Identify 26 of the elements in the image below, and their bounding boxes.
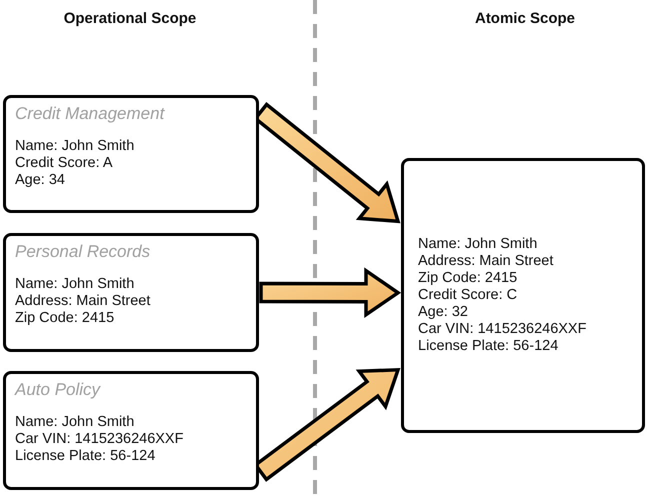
field-text: Name: John Smith	[15, 414, 136, 431]
field-text: Zip Code: 2415	[15, 310, 116, 327]
field-text: Name: John Smith	[418, 236, 538, 253]
column-heading: Operational Scope	[64, 10, 196, 27]
field-text: License Plate: 56-124	[418, 338, 560, 355]
field-text: Address: Main Street	[418, 253, 554, 270]
field-text: Name: John Smith	[15, 276, 136, 293]
record-card	[401, 158, 645, 433]
record-card	[3, 371, 259, 490]
field-text: Name: John Smith	[15, 138, 136, 155]
field-text: Car VIN: 1415236246XXF	[15, 431, 184, 448]
field-text: License Plate: 56-124	[15, 448, 156, 465]
field-text: Credit Score: A	[15, 155, 114, 172]
field-text: Age: 34	[15, 172, 66, 189]
block-arrow	[259, 267, 402, 318]
record-title: Personal Records	[15, 242, 152, 262]
field-text: Car VIN: 1415236246XXF	[418, 321, 588, 338]
field-text: Age: 32	[418, 304, 469, 321]
record-card	[3, 233, 259, 352]
field-text: Address: Main Street	[15, 293, 152, 310]
record-title: Credit Management	[15, 104, 166, 124]
field-text: Credit Score: C	[418, 287, 518, 304]
column-heading: Atomic Scope	[474, 10, 576, 27]
record-title: Auto Policy	[15, 380, 102, 400]
record-card	[3, 95, 259, 213]
field-text: Zip Code: 2415	[418, 270, 518, 287]
